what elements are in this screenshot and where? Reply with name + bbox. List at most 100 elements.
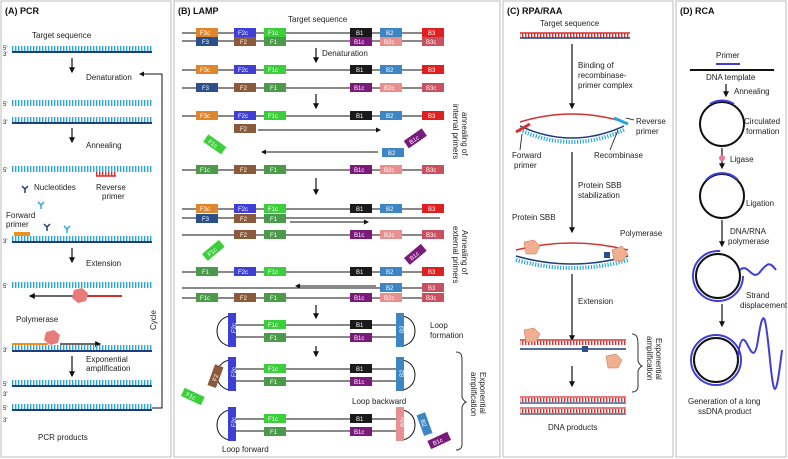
lamp-loop-formation-label: Loop [430,321,448,330]
rpa-binding-label: primer complex [578,81,633,90]
segment-label: B1c [354,40,364,46]
segment-f1c [264,414,286,423]
dna-strand [12,380,152,386]
pcr-cycle-label: Cycle [149,309,158,330]
pcr-annealing-label: Annealing [86,141,122,150]
segment-label: F1c [268,31,278,37]
rpa-ssb-label: stabilization [578,191,620,200]
segment-label: F1c [185,392,197,402]
rca-strand-label: Strand [746,291,770,300]
rca-generation-label: Generation of a long [688,397,761,406]
rca-annealing-label: Annealing [734,87,770,96]
segment-f3c [196,204,218,213]
dna-strand [515,258,629,270]
segment-label: B2c [384,233,394,239]
segment-f1 [264,333,286,342]
lamp-external-label: Annealing of [460,230,469,275]
ssdna-product [739,263,777,276]
segment-b1 [350,111,372,120]
rca-polymerase-label: DNA/RNA [730,227,767,236]
segment-label: F2 [240,233,248,239]
segment-f3c [196,28,218,37]
segment-label: B1 [356,68,364,74]
segment-b1c [350,377,372,386]
segment-label: B2 [386,31,394,37]
segment-label: B3 [428,114,436,120]
nucleotide-icon [21,185,29,193]
segment-label: F2 [240,86,248,92]
segment-label: F1 [270,168,278,174]
segment-label: F1c [206,139,218,150]
segment-label: F3c [200,68,210,74]
segment-b1 [350,204,372,213]
rca-circ-label: Circulated [744,117,780,126]
segment-label: B3c [426,296,436,302]
segment-f1 [264,427,286,436]
segment-label: F1c [268,323,278,329]
strand-end-label: 3' [3,52,7,58]
segment-b1 [350,267,372,276]
segment-b1c [427,431,452,450]
pcr-reverse-primer-label: Reverse [96,183,126,192]
polymerase-icon [605,353,623,369]
nucleotide-icon [37,201,45,209]
segment-f3 [196,83,218,92]
lamp-loop-forward-label: Loop forward [222,445,269,454]
segment-b3c [422,293,444,302]
segment-label: B1c [354,86,364,92]
segment-label: B2 [386,207,394,213]
segment-label: B3 [428,270,436,276]
strand-end-label: 5' [3,382,7,388]
segment-b2c [380,165,402,174]
segment-label: F2 [240,296,248,302]
pcr-products-label: PCR products [38,433,88,442]
segment-label: B1 [356,323,364,329]
segment-b1 [350,414,372,423]
segment-label: B2 [386,286,394,292]
forward-primer [14,232,30,236]
segment-f2c [228,357,236,391]
rca-circ-label: formation [746,127,779,136]
segment-f3 [196,214,218,223]
segment-f1c [202,239,225,261]
ssdna-product [692,250,744,302]
segment-b3 [422,65,444,74]
segment-label: B3c [426,233,436,239]
segment-b1 [350,364,372,373]
segment-b1 [350,65,372,74]
pcr-extension-label: Extension [86,259,121,268]
protein-ssb-icon [523,239,541,255]
segment-f1 [196,267,218,276]
panel-rca: (D) RCA Primer DNA template Annealing Ci… [680,6,788,416]
segment-f1c [264,320,286,329]
segment-b1 [350,320,372,329]
segment-label: F1 [270,86,278,92]
strand-end-label: 3' [3,418,7,424]
pcr-exp-amp-label: Exponential [86,355,128,364]
dna-strand [12,117,152,123]
segment-label: B3c [426,40,436,46]
cycle-arrow [139,71,163,409]
segment-f2 [234,165,256,174]
segment-label: F1c [268,367,278,373]
segment-label: F1c [268,114,278,120]
dna-strand [519,113,625,123]
dna-strand [520,398,626,402]
segment-label: B1 [356,31,364,37]
segment-label: B2 [400,325,406,333]
segment-label: B1c [409,135,421,146]
segment-f2 [207,364,224,389]
rpa-recombinase-label: Recombinase [594,151,643,160]
segment-f2c [228,407,236,441]
segment-f1 [264,214,286,223]
segment-b1c [350,293,372,302]
panel-a-border [0,0,172,458]
segment-label: F2 [240,127,248,133]
rca-primer-label: Primer [716,51,740,60]
segment-label: F2c [232,367,238,377]
dna-strand [12,166,152,172]
rpa-reverse-primer-label: Reverse [636,117,666,126]
segment-f2c [234,65,256,74]
segment-label: B3 [428,68,436,74]
